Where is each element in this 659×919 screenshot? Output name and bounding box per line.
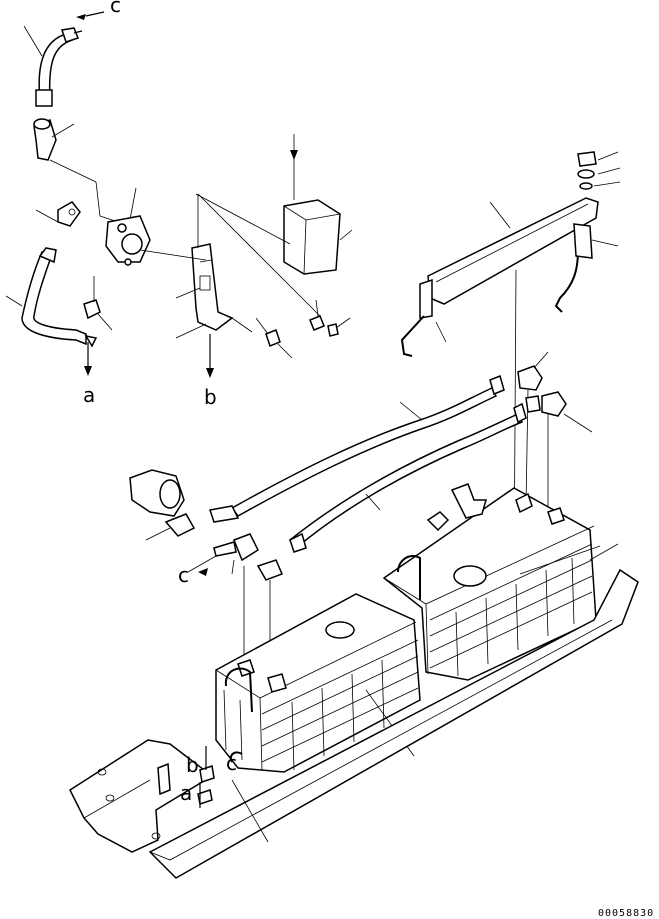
battery-tray	[69, 483, 639, 879]
label-a-left: a	[83, 383, 95, 407]
label-b-left: b	[204, 385, 217, 409]
bolt-small-1	[83, 276, 113, 331]
arrow-line-c-top	[85, 11, 105, 17]
nuts-washers-right	[577, 151, 621, 190]
nuts-and-bolts-bracket	[231, 299, 351, 359]
lower-left-cable	[5, 247, 98, 376]
label-c-bottom: c	[226, 751, 237, 775]
mounting-bracket	[139, 193, 321, 378]
label-c-top: c	[110, 0, 121, 17]
leader-lines-upper-left	[23, 25, 137, 231]
bottom-fasteners	[157, 746, 269, 843]
arrow-head-c-mid	[198, 568, 208, 576]
label-c-mid: c	[178, 563, 189, 587]
arrow-head-c-top	[76, 14, 86, 20]
battery-rear	[382, 487, 597, 681]
left-relay-component	[129, 469, 283, 581]
label-a-bottom: a	[180, 781, 192, 805]
label-b-bottom: b	[186, 753, 199, 777]
terminal-covers-right	[517, 351, 593, 433]
drawing-code: 00058830	[598, 908, 654, 919]
cover-box	[195, 134, 353, 275]
hold-down-bar	[400, 197, 619, 357]
battery-front	[215, 593, 421, 773]
battery-relay	[57, 201, 151, 266]
battery-cables	[209, 374, 527, 553]
upper-cable-assembly	[33, 27, 83, 161]
